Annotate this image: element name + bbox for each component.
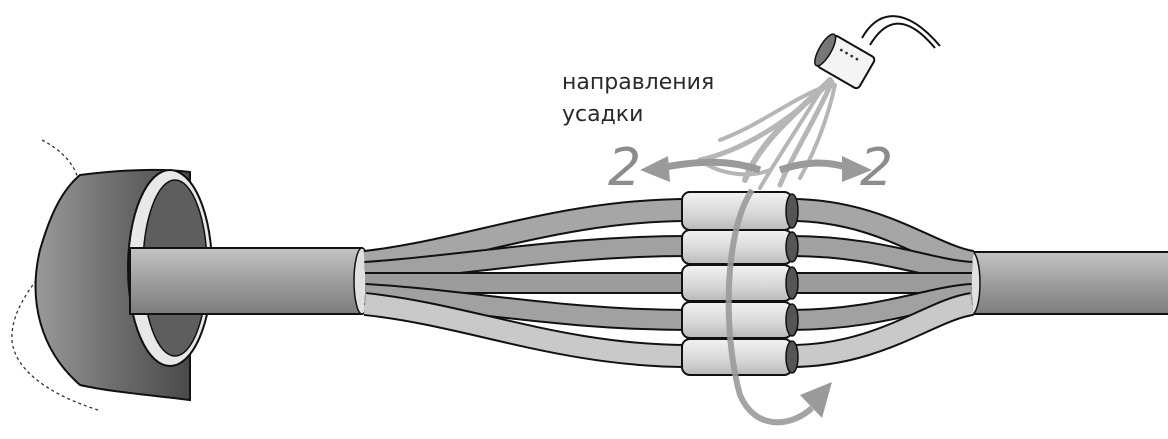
- right-main-cable: [964, 252, 1168, 314]
- shrink-directions-label-line1: направления: [562, 68, 714, 98]
- sleeve-3: [682, 265, 798, 301]
- direction-number-right: 2: [860, 138, 893, 198]
- cable-cores: [365, 210, 972, 356]
- flame-icon: [700, 80, 835, 188]
- shrink-directions-label-line2: усадки: [562, 100, 643, 130]
- sleeve-5: [682, 339, 798, 375]
- left-main-cable: [130, 248, 370, 314]
- arrow-right: [780, 163, 850, 170]
- sleeve-2: [682, 230, 798, 264]
- sleeve-4: [682, 302, 798, 338]
- direction-number-left: 2: [608, 138, 641, 198]
- shrink-direction-arrows: 2 2: [608, 138, 893, 198]
